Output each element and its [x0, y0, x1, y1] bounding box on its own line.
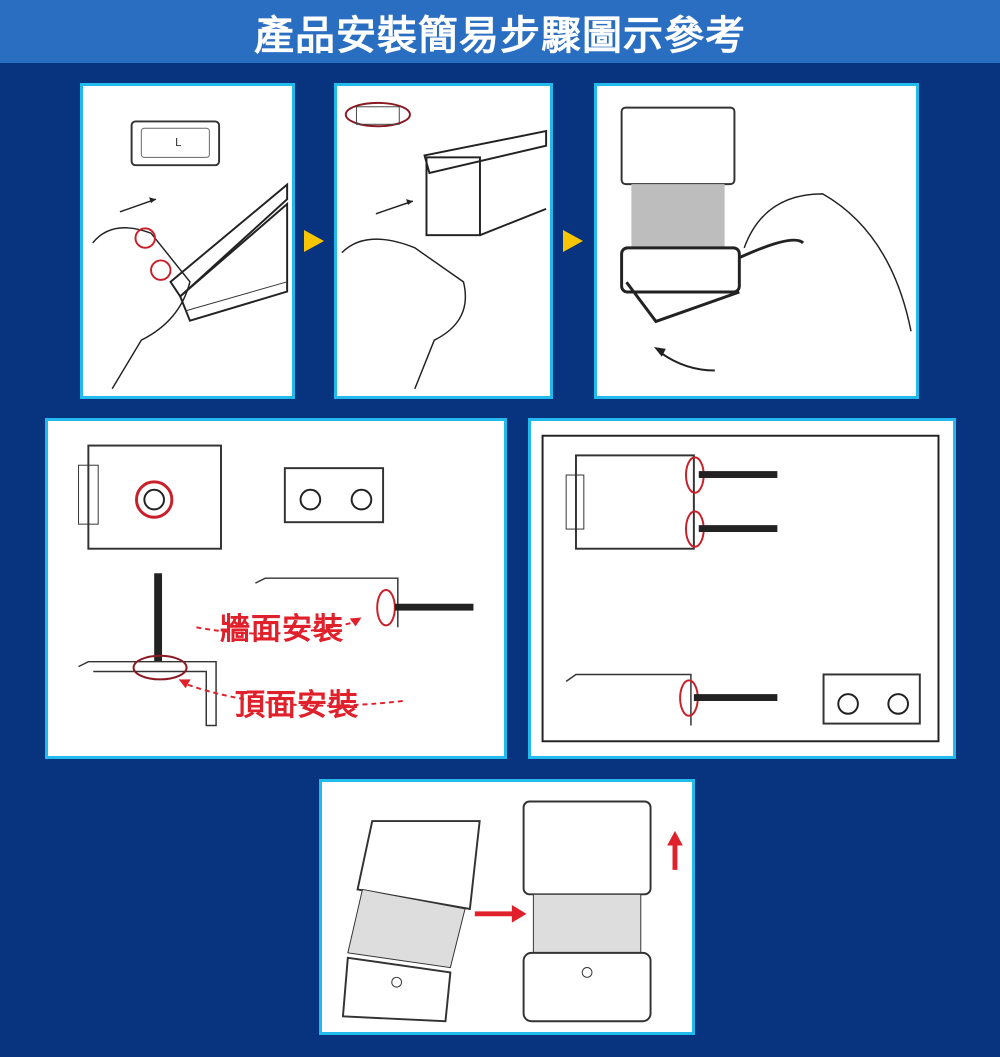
ceiling-mount-label: 頂面安裝 [235, 688, 359, 723]
page-title: 產品安裝簡易步驟圖示參考 [254, 12, 746, 59]
next-step-arrow-icon [563, 230, 583, 252]
step-3-panel [594, 83, 919, 399]
step-2-panel [334, 83, 553, 399]
step-3-illustration [620, 106, 912, 372]
wall-mount-detail-panel [528, 418, 956, 759]
step-1-illustration [92, 120, 289, 390]
header-banner: 產品安裝簡易步驟圖示參考 [0, 0, 1000, 63]
step-2-illustration [341, 101, 548, 390]
bracket-mounting-illustration [78, 444, 474, 727]
mounting-options-panel: 牆面安裝 頂面安裝 [45, 418, 507, 759]
wall-mount-label: 牆面安裝 [220, 612, 344, 647]
final-step-illustration [341, 800, 683, 1023]
final-step-panel [319, 779, 695, 1035]
wall-mount-detail-illustration [541, 434, 940, 743]
bracket-mark-label: L [175, 136, 182, 149]
next-step-arrow-icon [304, 230, 324, 252]
step-1-panel: L [80, 83, 295, 399]
